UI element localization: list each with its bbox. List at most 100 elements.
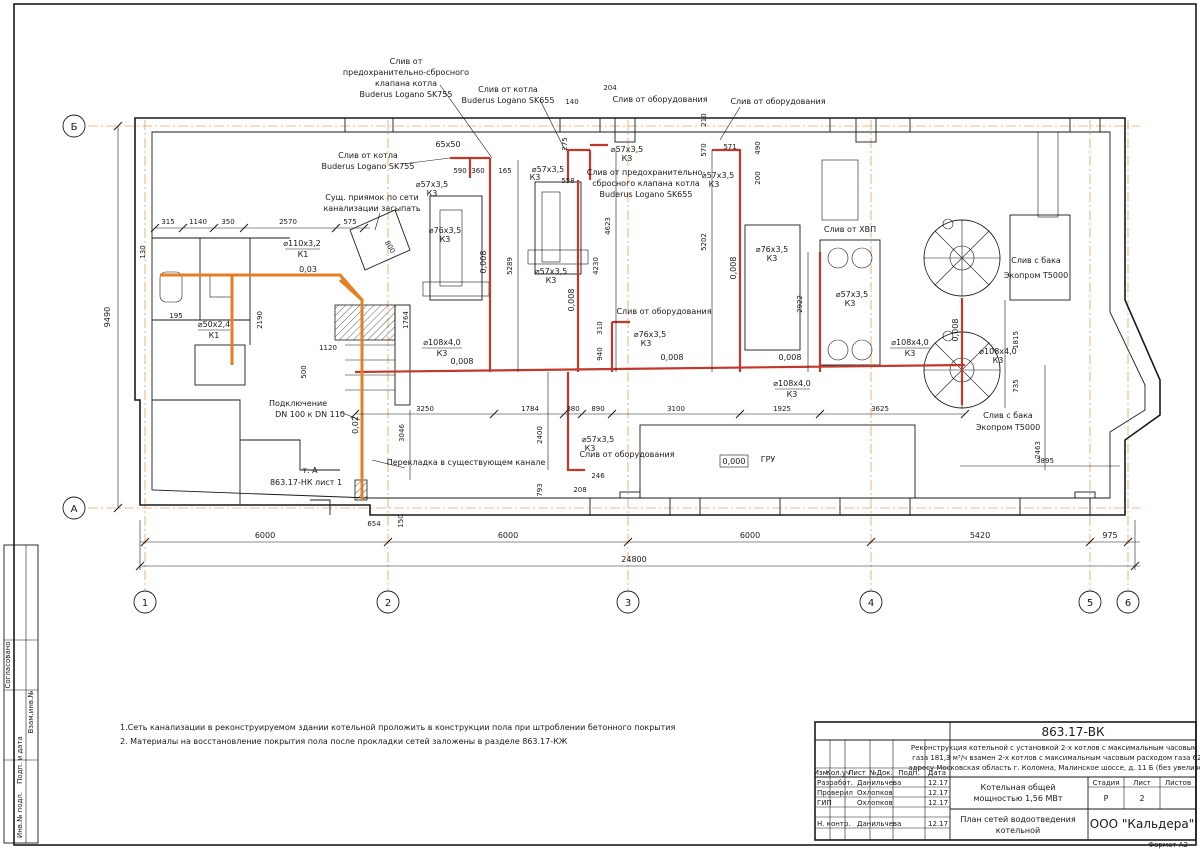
callout-reroute: Перекладка в существующем канале <box>387 458 546 467</box>
axis-label-b: Б <box>71 122 78 133</box>
svg-text:Дата: Дата <box>928 769 946 777</box>
sink-fixture <box>209 274 233 298</box>
svg-text:12.17: 12.17 <box>928 799 948 807</box>
svg-text:940: 940 <box>596 347 604 360</box>
svg-text:65х50: 65х50 <box>435 140 460 149</box>
axis-label-2: 2 <box>385 598 391 609</box>
svg-text:Стадия: Стадия <box>1093 779 1120 787</box>
svg-text:К3: К3 <box>585 444 596 453</box>
svg-text:⌀108x4,0: ⌀108x4,0 <box>979 347 1017 356</box>
svg-text:План сетей водоотведения: План сетей водоотведения <box>960 815 1076 824</box>
svg-text:Данильчева: Данильчева <box>857 820 901 828</box>
svg-text:150: 150 <box>397 514 405 527</box>
notes: 1.Сеть канализации в реконструируемом зд… <box>120 723 675 746</box>
svg-text:140: 140 <box>565 98 578 106</box>
svg-text:793: 793 <box>536 483 544 496</box>
svg-text:Взам.инв.№: Взам.инв.№ <box>27 690 35 733</box>
svg-text:Инв.№ подл.: Инв.№ подл. <box>16 792 24 838</box>
svg-text:котельной: котельной <box>996 826 1040 835</box>
axis-label-5: 5 <box>1087 598 1093 609</box>
svg-text:адресу Московская область г. К: адресу Московская область г. Коломна, Ма… <box>908 764 1200 772</box>
svg-text:К1: К1 <box>209 331 220 340</box>
svg-text:Слив от котла: Слив от котла <box>338 151 398 160</box>
dim-bay-2: 6000 <box>498 531 518 540</box>
svg-text:4230: 4230 <box>592 257 600 275</box>
svg-text:890: 890 <box>591 405 604 413</box>
svg-text:сбросного клапана котла: сбросного клапана котла <box>592 179 700 188</box>
water-treatment-frame <box>821 159 859 221</box>
sheet-format: Формат А2 <box>1148 841 1188 849</box>
svg-text:Слив с бака: Слив с бака <box>983 411 1033 420</box>
svg-text:2570: 2570 <box>279 218 297 226</box>
svg-text:Buderus Logano SK755: Buderus Logano SK755 <box>322 162 415 171</box>
svg-text:К3: К3 <box>787 390 798 399</box>
axis-bubble-3 <box>616 590 640 614</box>
svg-text:К3: К3 <box>767 254 778 263</box>
drawing-code: 863.17-ВК <box>1041 725 1105 739</box>
dimension-lines <box>113 121 1140 571</box>
svg-text:⌀57x3,5: ⌀57x3,5 <box>611 145 643 154</box>
svg-text:⌀57x3,5: ⌀57x3,5 <box>532 165 564 174</box>
svg-text:380: 380 <box>566 405 579 413</box>
svg-text:К3: К3 <box>440 235 451 244</box>
axis-bubble-4 <box>859 590 883 614</box>
svg-text:165: 165 <box>498 167 511 175</box>
svg-text:310: 310 <box>596 321 604 334</box>
callout-connection: Подключение <box>269 399 327 408</box>
axis-bubbles: 1 2 3 4 5 6 Б А <box>62 114 1140 614</box>
svg-text:0,008: 0,008 <box>479 251 488 274</box>
svg-text:2190: 2190 <box>256 311 264 329</box>
dim-total: 24800 <box>621 555 646 564</box>
svg-text:0,008: 0,008 <box>567 289 576 312</box>
svg-text:4623: 4623 <box>604 217 612 235</box>
svg-text:Реконструкция котельной с уста: Реконструкция котельной с установкой 2-х… <box>911 744 1200 752</box>
svg-text:К3: К3 <box>530 173 541 182</box>
svg-text:Слив от оборудования: Слив от оборудования <box>579 450 674 459</box>
svg-text:350: 350 <box>221 218 234 226</box>
svg-text:654: 654 <box>367 520 381 528</box>
svg-text:Слив с бака: Слив с бака <box>1011 256 1061 265</box>
svg-text:⌀57x3,5: ⌀57x3,5 <box>836 290 868 299</box>
svg-text:3046: 3046 <box>398 424 406 442</box>
axis-bubble-1 <box>133 590 157 614</box>
svg-text:0,008: 0,008 <box>779 353 802 362</box>
svg-text:К3: К3 <box>845 299 856 308</box>
building-walls <box>134 117 1161 516</box>
svg-text:0,02: 0,02 <box>351 416 360 434</box>
svg-text:Слив от оборудования: Слив от оборудования <box>612 95 707 104</box>
svg-text:Данильчева: Данильчева <box>857 779 901 787</box>
svg-text:575: 575 <box>343 218 356 226</box>
svg-text:канализации засыпать: канализации засыпать <box>323 204 420 213</box>
svg-text:К3: К3 <box>546 276 557 285</box>
note-1: 1.Сеть канализации в реконструируемом зд… <box>120 723 675 732</box>
svg-text:5289: 5289 <box>506 257 514 275</box>
svg-text:1764: 1764 <box>402 311 410 329</box>
svg-text:2922: 2922 <box>796 295 804 313</box>
sheet-frame <box>13 3 1197 846</box>
svg-text:⌀108x4,0: ⌀108x4,0 <box>773 379 811 388</box>
svg-text:0,008: 0,008 <box>951 319 960 342</box>
svg-text:275: 275 <box>561 137 569 150</box>
svg-text:Слив от оборудования: Слив от оборудования <box>730 97 825 106</box>
svg-text:Подп.: Подп. <box>898 769 919 777</box>
svg-text:558: 558 <box>561 177 574 185</box>
svg-text:195: 195 <box>169 312 182 320</box>
svg-text:Охлопков: Охлопков <box>857 799 893 807</box>
axis-bubble-b <box>62 114 86 138</box>
dim-bay-5: 975 <box>1102 531 1117 540</box>
svg-text:предохранительно-сбросного: предохранительно-сбросного <box>343 68 469 77</box>
axis-bubble-a <box>62 496 86 520</box>
axis-label-3: 3 <box>625 598 631 609</box>
gru-label: ГРУ <box>761 455 776 464</box>
svg-text:590: 590 <box>453 167 466 175</box>
dim-height: 9490 <box>103 307 112 327</box>
svg-text:1140: 1140 <box>189 218 207 226</box>
svg-text:863.17-НК лист 1: 863.17-НК лист 1 <box>270 478 342 487</box>
k1-branch: ⌀50x2,4 <box>198 320 230 329</box>
svg-text:⌀76x3,5: ⌀76x3,5 <box>756 245 788 254</box>
callout-existing-pit: Сущ. приямок по сети <box>325 193 418 202</box>
svg-text:12.17: 12.17 <box>928 820 948 828</box>
svg-text:1120: 1120 <box>319 344 337 352</box>
svg-text:Н. контр.: Н. контр. <box>817 820 851 828</box>
